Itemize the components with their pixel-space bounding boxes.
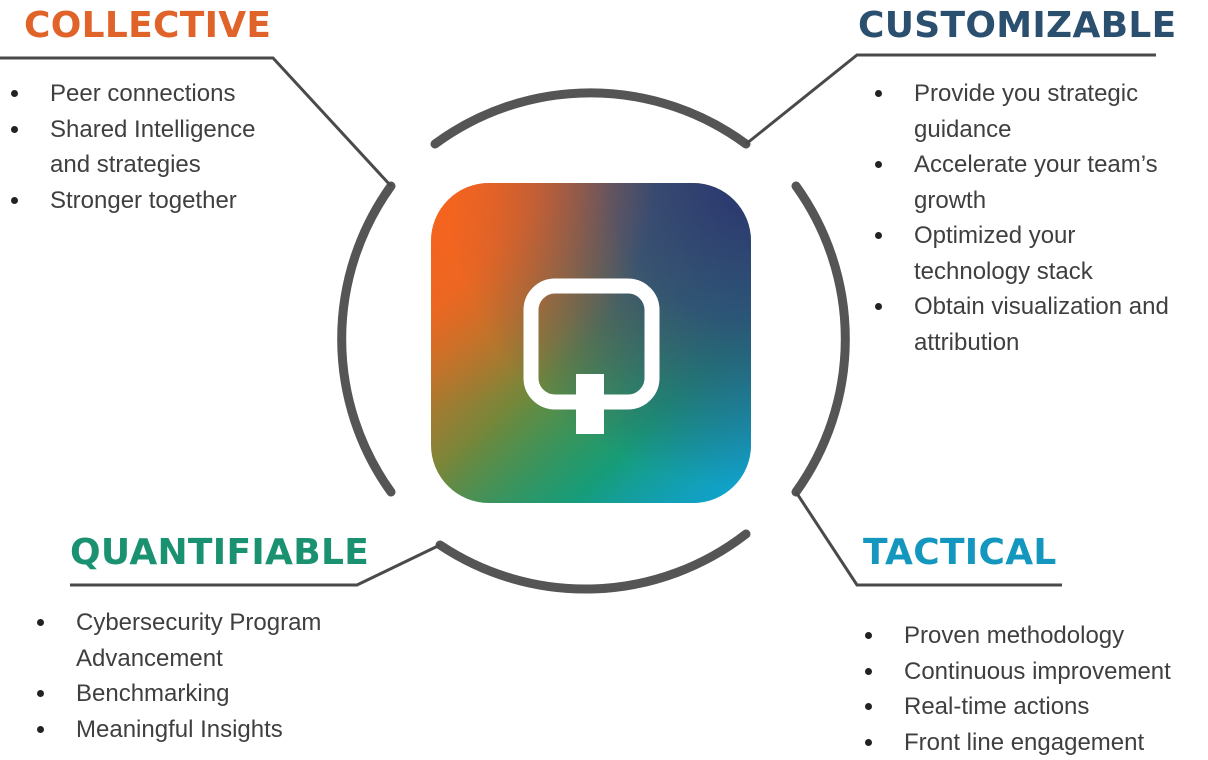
list-item-text: growth (914, 187, 986, 214)
q-logo-icon (431, 183, 751, 503)
list-item-text: Advancement (76, 645, 223, 672)
list-item: Accelerate your team’s growth (872, 147, 1169, 218)
list-item-text: Cybersecurity Program (76, 609, 321, 636)
list-item: Stronger together (8, 183, 255, 219)
list-item: Obtain visualization and attribution (872, 289, 1169, 360)
tactical-list: Proven methodology Continuous improvemen… (862, 618, 1171, 760)
list-item: Benchmarking (34, 676, 321, 712)
list-item-text: guidance (914, 116, 1011, 143)
ring-arc-top (435, 93, 746, 144)
customizable-title: CUSTOMIZABLE (858, 6, 1177, 46)
list-item-text: attribution (914, 329, 1019, 356)
list-item-text: Shared Intelligence (50, 116, 255, 143)
collective-list: Peer connections Shared Intelligence and … (8, 76, 255, 218)
customizable-list: Provide you strategic guidance Accelerate… (872, 76, 1169, 360)
list-item-text: Benchmarking (76, 680, 229, 707)
list-item: Real-time actions (862, 689, 1171, 725)
list-item-text: and strategies (50, 151, 201, 178)
list-item-text: technology stack (914, 258, 1093, 285)
list-item: Front line engagement (862, 725, 1171, 760)
list-item: Shared Intelligence and strategies (8, 112, 255, 183)
list-item-text: Front line engagement (904, 729, 1144, 756)
collective-title: COLLECTIVE (24, 6, 271, 46)
tactical-title: TACTICAL (863, 533, 1057, 573)
list-item-text: Provide you strategic (914, 80, 1138, 107)
list-item-text: Peer connections (50, 80, 235, 107)
list-item-text: Optimized your (914, 222, 1075, 249)
list-item: Optimized your technology stack (872, 218, 1169, 289)
list-item-text: Real-time actions (904, 693, 1089, 720)
ring-arc-right (796, 186, 845, 492)
list-item: Provide you strategic guidance (872, 76, 1169, 147)
quantifiable-title: QUANTIFIABLE (70, 533, 369, 573)
list-item: Proven methodology (862, 618, 1171, 654)
list-item-text: Meaningful Insights (76, 716, 283, 743)
ring-arc-left (342, 186, 391, 492)
list-item-text: Stronger together (50, 187, 237, 214)
list-item-text: Accelerate your team’s (914, 151, 1158, 178)
ring-arc-bottom (440, 534, 746, 589)
list-item-text: Continuous improvement (904, 658, 1171, 685)
list-item-text: Obtain visualization and (914, 293, 1169, 320)
list-item: Meaningful Insights (34, 712, 321, 748)
list-item: Continuous improvement (862, 654, 1171, 690)
list-item-text: Proven methodology (904, 622, 1124, 649)
list-item: Peer connections (8, 76, 255, 112)
